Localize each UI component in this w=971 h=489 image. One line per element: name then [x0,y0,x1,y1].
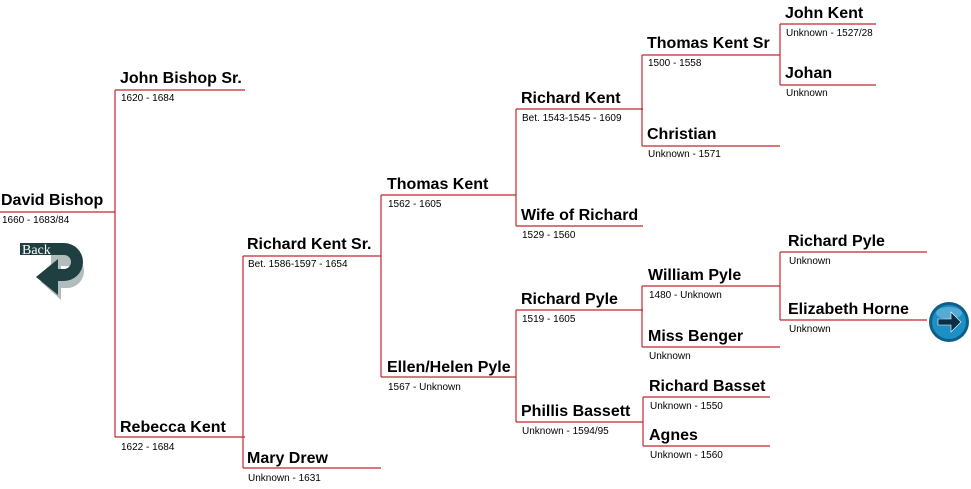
person-name: Ellen/Helen Pyle [387,359,511,376]
person-name: Elizabeth Horne [788,301,909,318]
person-dates: Unknown [786,88,828,99]
person-name: Agnes [649,427,698,444]
person-dates: Unknown - 1571 [648,149,721,160]
person-dates: 1480 - Unknown [649,290,722,301]
person-name: Rebecca Kent [120,419,226,436]
person-name: Richard Basset [649,378,766,395]
person-dates: Bet. 1586-1597 - 1654 [248,259,348,270]
person-dates: Unknown - 1560 [650,450,723,461]
person-dates: 1519 - 1605 [522,314,576,325]
person-name: Richard Pyle [788,233,885,250]
person-dates: Unknown - 1631 [248,473,321,484]
person-dates: Bet. 1543-1545 - 1609 [522,113,622,124]
person-name: Thomas Kent [387,176,489,193]
person-name: David Bishop [1,192,104,209]
person-dates: Unknown - 1527/28 [786,28,873,39]
person-dates: Unknown [789,324,831,335]
person-name: Miss Benger [648,328,744,345]
person-name: Thomas Kent Sr [647,35,770,52]
person-name: William Pyle [648,267,742,284]
person-name: John Kent [785,5,864,22]
person-dates: Unknown [789,256,831,267]
person-dates: 1620 - 1684 [121,93,175,104]
person-dates: 1660 - 1683/84 [2,215,70,226]
person-dates: Unknown - 1594/95 [522,426,609,437]
person-name: John Bishop Sr. [120,70,242,87]
person-name: Richard Kent [521,90,621,107]
person-dates: Unknown - 1550 [650,401,723,412]
person-dates: 1562 - 1605 [388,199,442,210]
back-label: Back [22,243,51,258]
back-button[interactable]: Back [18,241,84,303]
forward-button[interactable] [927,300,971,344]
curved-back-arrow-icon [20,243,84,300]
person-dates: 1567 - Unknown [388,382,461,393]
person-name: Richard Pyle [521,291,618,308]
person-dates: 1622 - 1684 [121,442,175,453]
person-dates: Unknown [649,351,691,362]
person-name: Christian [647,126,717,143]
person-name: Wife of Richard [521,207,639,224]
person-name: Richard Kent Sr. [247,236,372,253]
person-dates: 1529 - 1560 [522,230,576,241]
person-dates: 1500 - 1558 [648,58,702,69]
right-arrow-circle-icon [929,302,969,342]
person-name: Johan [785,65,833,82]
person-name: Phillis Bassett [521,403,631,420]
person-name: Mary Drew [247,450,328,467]
